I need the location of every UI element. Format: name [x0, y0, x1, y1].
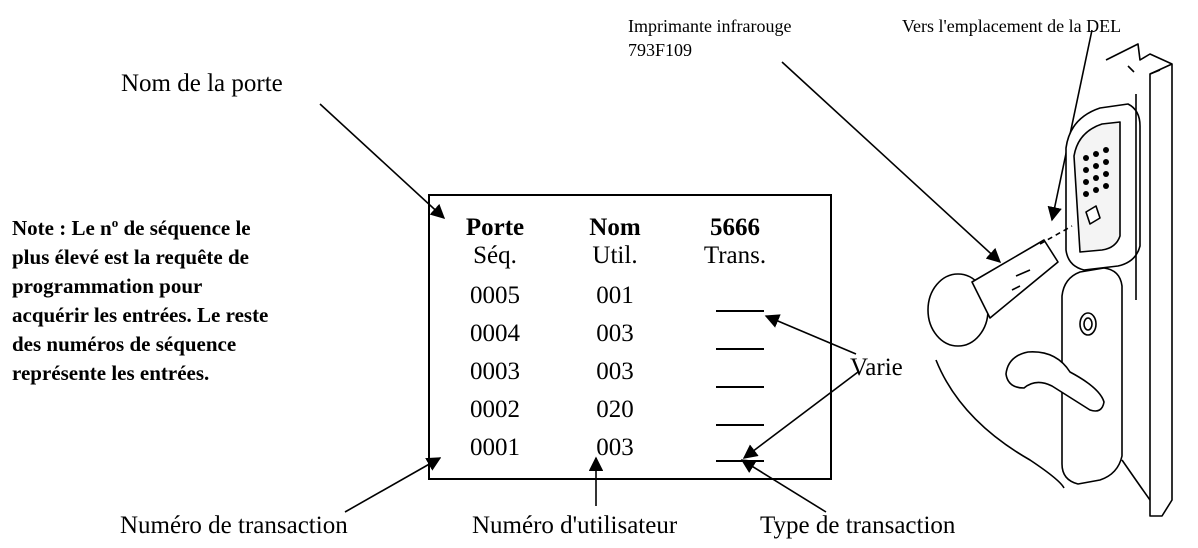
led-arrow [1047, 29, 1093, 222]
user-number-label: Numéro d'utilisateur [472, 512, 678, 539]
row-seq: 0004 [470, 320, 520, 347]
row-user: 003 [596, 434, 634, 461]
note-line-5: des numéros de séquence [12, 332, 237, 356]
row-trans-blank [716, 348, 764, 350]
header-door: Porte [465, 214, 525, 241]
header-code: 5666 [710, 214, 760, 241]
subheader-seq: Séq. [473, 242, 517, 269]
row-seq: 0002 [470, 396, 520, 423]
row-user: 003 [596, 358, 634, 385]
row-trans-blank [716, 310, 764, 312]
header-name: Nom [589, 214, 641, 241]
varies-arrow-bottom [742, 371, 859, 459]
subheader-user: Util. [592, 242, 638, 269]
printer-label-line2: 793F109 [628, 40, 693, 60]
row-trans-blank [716, 424, 764, 426]
lock-hardware-icon [927, 43, 1173, 517]
note-line-3: programmation pour [12, 274, 203, 298]
audit-printout: Porte Nom 5666 Séq. Util. Trans. 0005 00… [428, 194, 832, 480]
row-seq: 0003 [470, 358, 520, 385]
transaction-number-arrow [344, 457, 442, 513]
transaction-type-arrow [740, 459, 827, 513]
row-user: 003 [596, 320, 634, 347]
row-seq: 0005 [470, 282, 520, 309]
row-user: 020 [596, 396, 634, 423]
note-line-2: plus élevé est la requête de [12, 245, 249, 269]
printer-arrow [781, 61, 1002, 263]
varies-arrow-top [764, 314, 857, 355]
row-trans-blank [716, 460, 764, 462]
led-location-label: Vers l'emplacement de la DEL [902, 16, 1122, 36]
door-name-arrow [319, 103, 446, 219]
transaction-number-label: Numéro de transaction [120, 512, 348, 539]
note-line-4: acquérir les entrées. Le reste [12, 303, 269, 327]
note-line-6: représente les entrées. [12, 361, 210, 385]
printer-label-line1: Imprimante infrarouge [628, 16, 792, 36]
row-seq: 0001 [470, 434, 520, 461]
transaction-type-label: Type de transaction [760, 512, 956, 539]
note-line-1: Note : Le no de séquence le [12, 215, 251, 240]
subheader-trans: Trans. [703, 242, 767, 269]
varies-label: Varie [850, 354, 903, 381]
sequence-note: Note : Le no de séquence le plus élevé e… [12, 214, 392, 388]
door-name-label: Nom de la porte [121, 70, 283, 97]
row-user: 001 [596, 282, 634, 309]
row-trans-blank [716, 386, 764, 388]
